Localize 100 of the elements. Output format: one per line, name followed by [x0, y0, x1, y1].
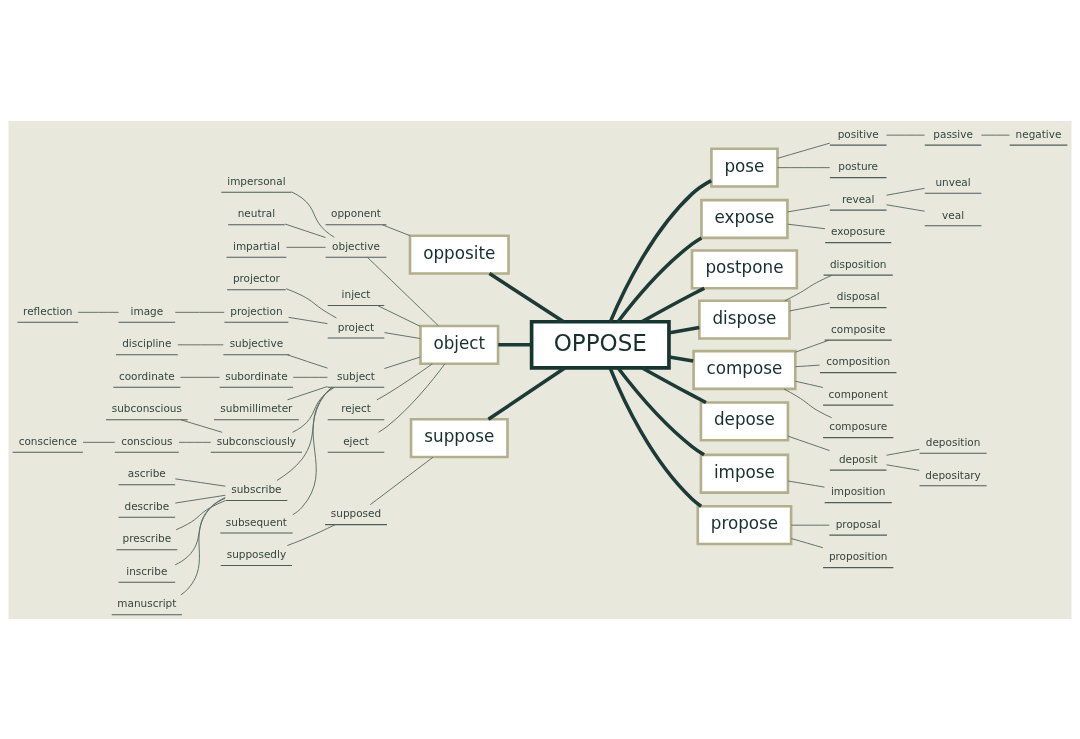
node-text: neutral — [237, 206, 276, 219]
connector — [608, 178, 713, 322]
connector — [498, 342, 532, 347]
node-text: subject — [337, 369, 375, 382]
node-text: subscribe — [231, 482, 282, 495]
node-text: reject — [341, 401, 371, 414]
connector — [668, 325, 700, 335]
connector — [789, 302, 831, 311]
node-text: subconscious — [111, 401, 182, 414]
connector — [886, 203, 926, 212]
connector — [180, 418, 223, 433]
connector — [179, 376, 221, 378]
connector — [608, 366, 703, 508]
connector — [288, 316, 328, 324]
node-text: project — [337, 320, 375, 333]
node-text: supposedly — [226, 547, 287, 560]
connector — [790, 524, 830, 526]
node-text: component — [828, 387, 888, 400]
node-text: submillimeter — [220, 401, 293, 414]
node-box: pose — [710, 146, 779, 188]
connector — [616, 235, 703, 323]
connector — [378, 362, 446, 433]
connector — [291, 190, 335, 238]
node-text: conscience — [18, 434, 77, 447]
connector — [784, 274, 833, 301]
node-box: propose — [696, 504, 793, 545]
connector — [174, 477, 226, 487]
connector — [794, 364, 821, 367]
node-text: supposed — [330, 506, 382, 519]
node-text: disposition — [829, 257, 887, 270]
node-text: deposition — [925, 435, 981, 448]
node-text: composition — [826, 354, 891, 367]
node-box: suppose — [409, 417, 509, 458]
node-text: proposal — [835, 517, 881, 530]
node-text: proposition — [828, 549, 888, 562]
node-text: impersonal — [227, 174, 286, 187]
connector — [284, 223, 326, 238]
node-box: dispose — [698, 299, 791, 340]
connector — [787, 203, 831, 212]
node-text: reflection — [23, 304, 73, 317]
node-box: object — [419, 324, 500, 365]
connector — [382, 223, 411, 236]
node-box: impose — [699, 453, 790, 494]
connector — [285, 246, 327, 248]
node-text: posture — [838, 159, 879, 172]
node-box: compose — [692, 349, 797, 390]
connector — [383, 356, 421, 369]
connector — [641, 365, 707, 404]
connector — [292, 386, 335, 433]
node-text: conscious — [121, 434, 173, 447]
connector — [980, 134, 1011, 136]
connector — [783, 387, 833, 418]
connector — [488, 271, 565, 323]
connector — [292, 376, 328, 378]
node-box: OPPOSE — [529, 319, 671, 370]
connector — [376, 362, 433, 400]
node-text: manuscript — [117, 596, 177, 609]
connector — [787, 435, 831, 451]
node-text: image — [130, 304, 164, 317]
node-text: deposit — [838, 452, 878, 465]
node-text: subsequent — [225, 515, 287, 528]
connector — [77, 311, 119, 313]
node-text: passive — [933, 127, 973, 140]
node-text: positive — [837, 127, 879, 140]
node-box: postpone — [690, 248, 799, 290]
connector — [787, 480, 825, 488]
connector — [292, 386, 333, 515]
connector — [276, 386, 334, 481]
connector — [641, 286, 706, 323]
node-text: exoposure — [831, 224, 886, 237]
connector — [616, 366, 705, 456]
node-text: objective — [332, 239, 380, 252]
node-text: reveal — [841, 192, 875, 205]
connector — [82, 441, 116, 443]
connector — [886, 187, 926, 196]
node-text: subordinate — [225, 369, 288, 382]
connector — [777, 166, 831, 168]
node-text: projector — [232, 271, 280, 284]
connector — [287, 353, 328, 369]
node-text: composite — [831, 322, 886, 335]
connector — [286, 523, 336, 546]
node-box: depose — [699, 400, 790, 442]
connector — [174, 311, 225, 313]
connector — [886, 134, 926, 136]
connector — [369, 456, 434, 505]
node-text: veal — [942, 208, 965, 220]
connector — [668, 354, 694, 363]
node-text: ascribe — [127, 466, 166, 479]
node-text: composure — [829, 419, 888, 432]
node-text: inscribe — [126, 564, 168, 577]
node-text: subconsciously — [216, 434, 297, 447]
connector — [174, 494, 226, 504]
connector — [377, 304, 421, 327]
connector — [886, 448, 920, 456]
node-text: unveal — [935, 175, 971, 188]
connector — [794, 380, 824, 388]
connector — [285, 287, 337, 318]
node-text: imposition — [830, 484, 886, 497]
node-box: expose — [700, 198, 789, 239]
node-text: opponent — [331, 206, 381, 219]
